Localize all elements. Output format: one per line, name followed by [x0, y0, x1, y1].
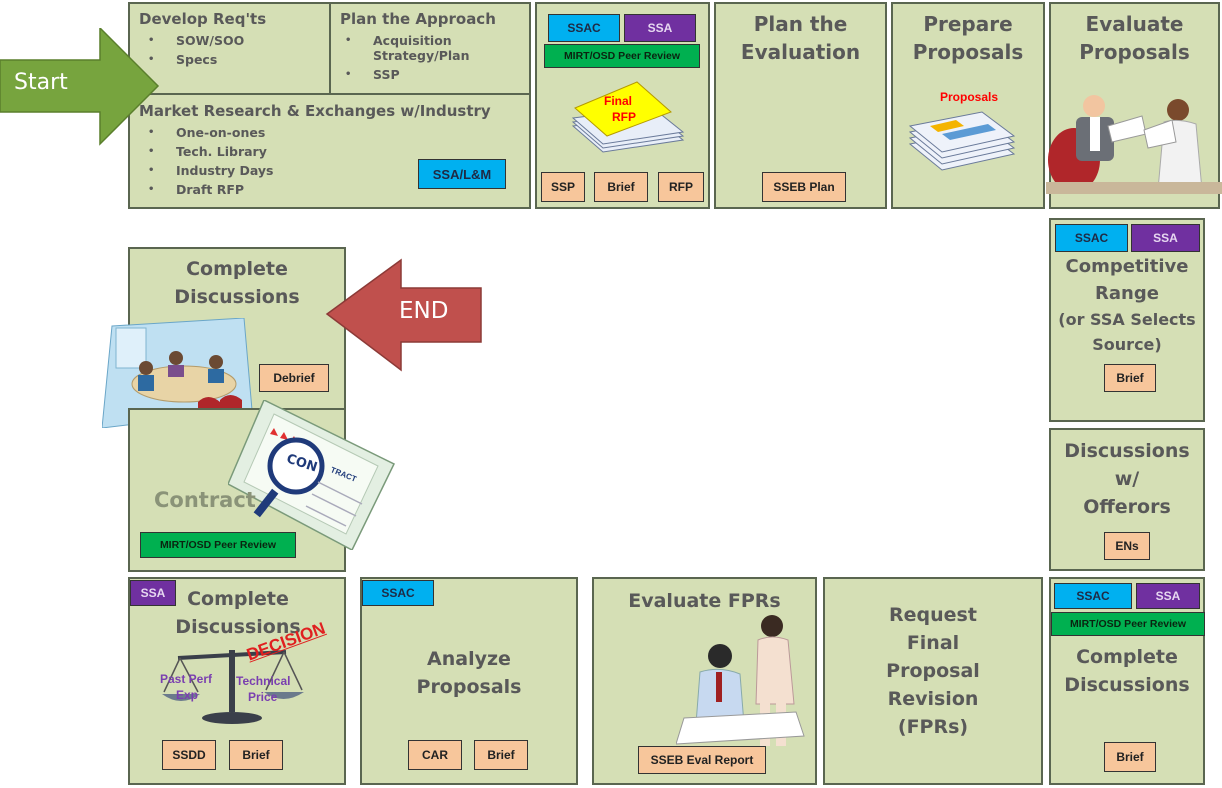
plan-evaluation-title-line-1: Plan the — [753, 12, 848, 36]
sseb-plan-tag: SSEB Plan — [762, 172, 846, 202]
ssac-tag: SSAC — [1055, 224, 1128, 252]
complete-discussions-decision-line-1: Complete — [187, 588, 289, 610]
plan-approach-title: Plan the Approach — [340, 10, 496, 28]
ssac-tag: SSAC — [362, 580, 434, 606]
end-label: END — [399, 298, 449, 324]
proposal-documents-icon — [908, 111, 1016, 171]
final-rfp-label-line-1: Final — [604, 94, 633, 108]
request-fpr-box — [823, 577, 1043, 785]
brief-tag: Brief — [229, 740, 283, 770]
document-stack-icon — [571, 81, 685, 153]
list-item: Industry Days — [138, 163, 378, 182]
scale-left-label-1: Past Perf — [160, 672, 213, 686]
requirements-horizontal-divider — [129, 93, 530, 95]
request-fpr-line-5: (FPRs) — [897, 716, 969, 738]
proposals-doc-label: Proposals — [940, 90, 999, 104]
ens-tag: ENs — [1104, 532, 1150, 560]
ssac-tag: SSAC — [548, 14, 620, 42]
start-label: Start — [14, 70, 68, 95]
contract-document-icon — [228, 400, 396, 550]
analyze-proposals-line-2: Proposals — [416, 676, 522, 698]
discussions-offerors-line-3: Offerors — [1083, 496, 1171, 518]
brief-tag: Brief — [474, 740, 528, 770]
plan-evaluation-title-line-2: Evaluation — [740, 40, 861, 64]
develop-reqts-title: Develop Req'ts — [139, 10, 267, 28]
plan-approach-list: Acquisition Strategy/Plan SSP — [335, 33, 525, 86]
competitive-range-box — [1049, 218, 1205, 422]
brief-tag: Brief — [1104, 742, 1156, 772]
contract-title: Contract — [154, 488, 256, 512]
final-rfp-label-line-2: RFP — [612, 110, 636, 124]
start-arrow-shape — [0, 28, 160, 146]
sseb-eval-report-tag: SSEB Eval Report — [638, 746, 766, 774]
complete-discussions-decision-line-2: Discussions — [175, 616, 301, 638]
requirements-vertical-divider — [329, 3, 331, 95]
list-item: One-on-ones — [138, 125, 378, 144]
brief-tag: Brief — [594, 172, 648, 202]
request-fpr-line-1: Request — [889, 604, 977, 626]
rfp-tag: RFP — [658, 172, 704, 202]
list-item: Tech. Library — [138, 144, 378, 163]
ssac-tag: SSAC — [1054, 583, 1132, 609]
ssp-tag: SSP — [541, 172, 585, 202]
peer-review-tag: MIRT/OSD Peer Review — [1051, 612, 1205, 636]
discussions-offerors-line-1: Discussions — [1064, 440, 1190, 462]
list-item: SOW/SOO — [138, 33, 328, 52]
ssa-lm-tag: SSA/L&M — [418, 159, 506, 189]
reviewer-desk-illustration-icon — [676, 615, 805, 746]
competitive-range-line-2: Range — [1095, 283, 1159, 304]
scale-right-label-2: Price — [248, 690, 278, 704]
reviewers-illustration-icon — [1046, 95, 1222, 194]
develop-reqts-list: SOW/SOO Specs — [138, 33, 328, 71]
prepare-proposals-title-line-2: Proposals — [912, 40, 1024, 64]
scale-right-label-1: Technical — [236, 674, 291, 688]
balance-scale-icon — [162, 650, 304, 724]
list-item: Draft RFP — [138, 182, 378, 201]
ssa-tag: SSA — [624, 14, 696, 42]
complete-discussions-final-line-1: Complete — [1076, 646, 1178, 668]
debrief-tag: Debrief — [259, 364, 329, 392]
evaluate-fprs-title: Evaluate FPRs — [628, 590, 781, 612]
complete-discussions-top-title-line-1: Complete — [186, 258, 288, 280]
request-fpr-line-4: Revision — [887, 688, 979, 710]
evaluate-proposals-title-line-2: Proposals — [1079, 40, 1190, 64]
request-fpr-line-2: Final — [906, 632, 960, 654]
ssdd-tag: SSDD — [162, 740, 216, 770]
plan-evaluation-box — [714, 2, 887, 209]
end-arrow-shape — [325, 258, 482, 372]
market-research-title: Market Research & Exchanges w/Industry — [139, 102, 491, 120]
analyze-proposals-box — [360, 577, 578, 785]
brief-tag: Brief — [1104, 364, 1156, 392]
market-research-list: One-on-ones Tech. Library Industry Days … — [138, 125, 378, 201]
scale-left-label-2: Exp — [176, 688, 199, 702]
prepare-proposals-title-line-1: Prepare — [923, 12, 1013, 36]
ssa-tag: SSA — [1131, 224, 1200, 252]
car-tag: CAR — [408, 740, 462, 770]
ssa-tag: SSA — [1136, 583, 1200, 609]
peer-review-tag: MIRT/OSD Peer Review — [544, 44, 700, 68]
competitive-range-line-4: Source) — [1092, 335, 1162, 354]
meeting-room-illustration-icon — [102, 318, 253, 428]
discussions-offerors-line-2: w/ — [1114, 468, 1140, 490]
analyze-proposals-line-1: Analyze — [427, 648, 511, 670]
complete-discussions-top-title-line-2: Discussions — [174, 286, 300, 308]
complete-discussions-final-line-2: Discussions — [1064, 674, 1190, 696]
contract-peer-review-tag: MIRT/OSD Peer Review — [140, 532, 296, 558]
evaluate-proposals-title-line-1: Evaluate — [1085, 12, 1184, 36]
ssa-tag: SSA — [130, 580, 176, 606]
competitive-range-line-3: (or SSA Selects — [1058, 310, 1196, 329]
list-item: Specs — [138, 52, 328, 71]
competitive-range-line-1: Competitive — [1065, 256, 1189, 277]
list-item: SSP — [335, 67, 525, 86]
prepare-proposals-box — [891, 2, 1045, 209]
list-item: Acquisition Strategy/Plan — [335, 33, 525, 67]
request-fpr-line-3: Proposal — [886, 660, 980, 682]
